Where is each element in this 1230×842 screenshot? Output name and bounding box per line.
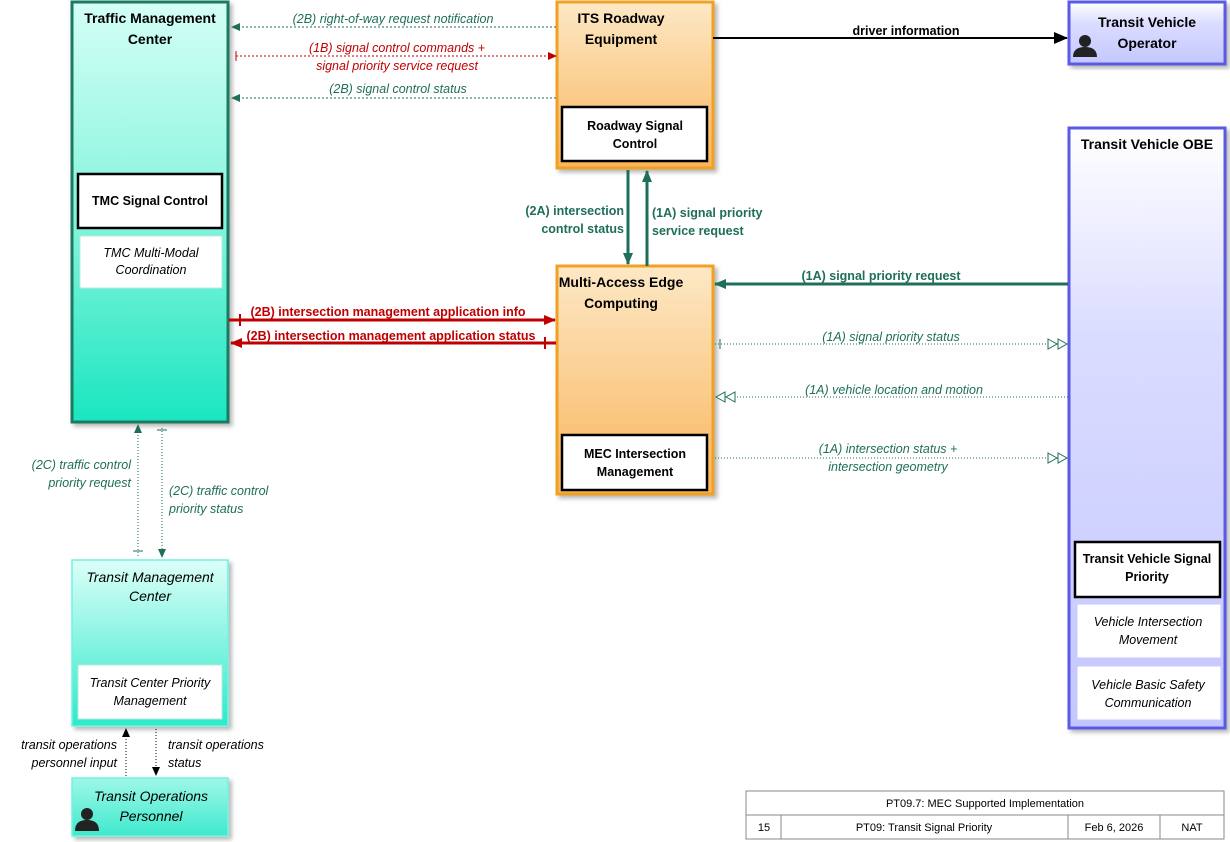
mec-title-line2: Computing [584, 295, 658, 311]
flow-vehicle-location-and-motion[interactable]: (1A) vehicle location and motion [714, 383, 1068, 403]
flow-label-line1: (2C) traffic control [169, 484, 270, 498]
transit-vehicle-operator-node[interactable]: Transit Vehicle Operator [1067, 0, 1227, 66]
tmc-multimodal-line1: TMC Multi-Modal [103, 246, 199, 260]
transit-vehicle-signal-priority-subsystem[interactable]: Transit Vehicle Signal Priority [1073, 540, 1222, 599]
flow-driver-information[interactable]: driver information [713, 24, 1068, 44]
tvop-title-line2: Operator [1117, 35, 1177, 51]
mec-title-line1: Multi-Access Edge [559, 274, 684, 290]
flow-intersection-management-application-status[interactable]: (2B) intersection management application… [230, 329, 556, 349]
flow-label-line2: priority request [47, 476, 131, 490]
flow-label: (1A) vehicle location and motion [805, 383, 983, 397]
flow-signal-control-status[interactable]: (2B) signal control status [231, 82, 556, 102]
flow-label-line1: (1A) intersection status + [819, 442, 958, 456]
tmc-signal-control-label: TMC Signal Control [92, 194, 208, 208]
top-title-line2: Personnel [119, 808, 183, 824]
flow-label: (2B) right-of-way request notification [293, 12, 494, 26]
flow-intersection-control-status[interactable]: (2A) intersection control status [525, 170, 633, 265]
vehicle-basic-safety-communication-subsystem[interactable]: Vehicle Basic Safety Communication [1076, 665, 1222, 721]
transit-center-priority-management-subsystem[interactable]: Transit Center Priority Management [77, 664, 223, 720]
mec-im-line1: MEC Intersection [584, 447, 686, 461]
mec-im-line2: Management [597, 465, 674, 479]
flow-label: (1A) signal priority request [801, 269, 961, 283]
roadway-signal-line2: Control [613, 137, 657, 151]
tvsp-line1: Transit Vehicle Signal [1083, 552, 1212, 566]
vim-line1: Vehicle Intersection [1094, 615, 1203, 629]
flow-label-line1: (2C) traffic control [32, 458, 133, 472]
flow-label-line2: service request [652, 224, 745, 238]
vim-line2: Movement [1119, 633, 1178, 647]
tcpm-line1: Transit Center Priority [90, 676, 211, 690]
person-icon [75, 808, 99, 831]
top-title-line1: Transit Operations [94, 788, 208, 804]
flow-label: (2B) intersection management application… [247, 329, 536, 343]
flow-label-line1: (2A) intersection [525, 204, 624, 218]
title-block-date: Feb 6, 2026 [1085, 822, 1144, 834]
flow-signal-priority-service-request[interactable]: (1A) signal priority service request [642, 170, 762, 266]
flow-transit-operations-status[interactable]: transit operations status [152, 729, 264, 776]
flow-label-line1: (1A) signal priority [652, 206, 762, 220]
flow-label-line1: transit operations [168, 738, 264, 752]
tvop-title-line1: Transit Vehicle [1098, 14, 1196, 30]
flow-label: driver information [853, 24, 960, 38]
flow-label-line2: priority status [168, 502, 243, 516]
vehicle-intersection-movement-subsystem[interactable]: Vehicle Intersection Movement [1076, 603, 1222, 659]
title-block-page: 15 [758, 822, 770, 834]
person-icon [1073, 35, 1097, 57]
flow-transit-operations-personnel-input[interactable]: transit operations personnel input [21, 728, 130, 776]
tmc-multimodal-line2: Coordination [116, 263, 187, 277]
tmc-signal-control-subsystem[interactable]: TMC Signal Control [76, 172, 224, 230]
tvsp-line2: Priority [1125, 570, 1169, 584]
roadway-signal-control-subsystem[interactable]: Roadway Signal Control [560, 105, 709, 163]
tmc-title-line1: Traffic Management [84, 10, 216, 26]
flow-label-line2: personnel input [31, 756, 118, 770]
flow-label-line1: (1B) signal control commands + [309, 41, 485, 55]
title-block-name: PT09: Transit Signal Priority [856, 822, 993, 834]
flow-label: (1A) signal priority status [822, 330, 960, 344]
title-block-title: PT09.7: MEC Supported Implementation [886, 798, 1084, 810]
flow-label-line2: control status [541, 222, 624, 236]
its-title-line2: Equipment [585, 31, 658, 47]
flow-signal-control-commands[interactable]: (1B) signal control commands + signal pr… [235, 41, 557, 73]
title-block: PT09.7: MEC Supported Implementation 15 … [745, 790, 1225, 840]
tmc-title-line2: Center [128, 31, 173, 47]
flow-label-line2: status [168, 756, 201, 770]
tmcenter-title-line1: Transit Management [86, 569, 214, 585]
flow-label-line2: intersection geometry [828, 460, 948, 474]
flow-signal-priority-request[interactable]: (1A) signal priority request [714, 269, 1068, 289]
its-title-line1: ITS Roadway [577, 10, 664, 26]
flow-intersection-status-geometry[interactable]: (1A) intersection status + intersection … [715, 442, 1069, 474]
mec-intersection-management-subsystem[interactable]: MEC Intersection Management [560, 433, 709, 492]
transit-operations-personnel-node[interactable]: Transit Operations Personnel [71, 777, 229, 837]
flow-intersection-management-application-info[interactable]: (2B) intersection management application… [229, 305, 556, 326]
tcpm-line2: Management [114, 694, 187, 708]
obe-title: Transit Vehicle OBE [1081, 136, 1213, 152]
tmcenter-title-line2: Center [129, 588, 172, 604]
flow-traffic-control-priority-request[interactable]: (2C) traffic control priority request [32, 424, 143, 556]
title-block-region: NAT [1181, 822, 1202, 834]
flow-right-of-way-request-notification[interactable]: (2B) right-of-way request notification [231, 12, 556, 31]
flow-label: (2B) intersection management application… [250, 305, 525, 319]
vbsc-line2: Communication [1105, 696, 1192, 710]
flow-label-line1: transit operations [21, 738, 117, 752]
tmc-multimodal-coordination-subsystem[interactable]: TMC Multi-Modal Coordination [79, 235, 223, 289]
vbsc-line1: Vehicle Basic Safety [1091, 678, 1205, 692]
flow-traffic-control-priority-status[interactable]: (2C) traffic control priority status [157, 428, 270, 558]
flow-label: (2B) signal control status [329, 82, 467, 96]
flow-signal-priority-status[interactable]: (1A) signal priority status [715, 330, 1069, 350]
flow-label-line2: signal priority service request [316, 59, 478, 73]
roadway-signal-line1: Roadway Signal [587, 119, 683, 133]
